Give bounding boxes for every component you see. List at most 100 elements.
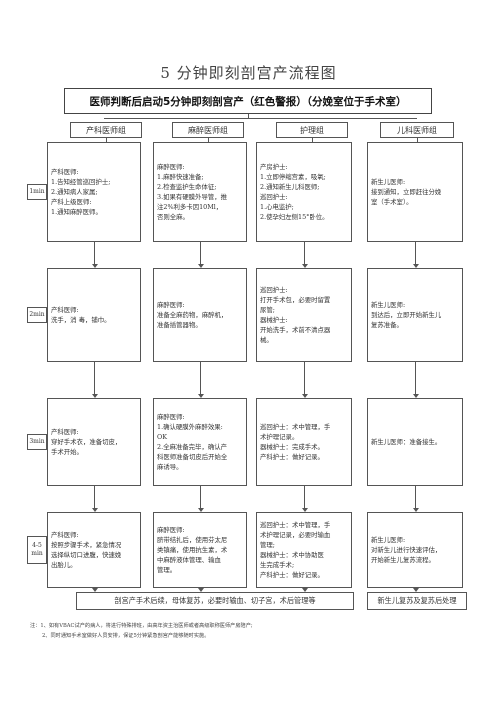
column-head-pediatrics: 儿科医师组 [380,122,454,138]
flow-connector [200,362,201,395]
flow-connector [94,242,95,265]
cell-line: 麻醉医师: [157,526,185,534]
cell-line: 2.检查监护生命体征; [157,182,217,191]
cell-line: 2.全麻准备完毕，确认产 [157,442,228,451]
flow-arrow-icon [91,264,98,268]
cell-line: 器械护士：术中协助医 [260,550,324,559]
flow-connector [304,486,305,509]
flow-arrow-icon [91,394,98,398]
cell-line: 2.通知新生儿科医师; [260,182,320,191]
note-1: 注：1、如有VBAC试产的病人，将进行特殊排班，由高年资主治医师或者高级职称医师… [30,623,253,629]
time-label-row-3: 3min [27,434,47,450]
cell-line: 1.确认硬膜外麻醉效果: [157,422,223,431]
cell-anesthesia-row-1: 麻醉医师:1.麻醉快速准备;2.检查监护生命体征;3.如果有硬膜外导管，推注2%… [153,142,247,242]
cell-line: 类镇痛，使用抗生素，术 [157,545,228,554]
cell-line: 生完成手术; [260,560,295,569]
time-label-row-1: 1min [27,184,47,200]
head-to-cell-connector [208,138,209,142]
cell-line: 2.使孕妇左侧15°卧位。 [260,212,329,221]
flow-arrow-icon [301,264,308,268]
cell-line: 管理。 [157,565,177,574]
flow-arrow-icon [301,394,308,398]
head-to-cell-connector [106,138,107,142]
cell-line: 术护理记录。 [260,432,299,441]
cell-nursing-row-1: 产房护士:1.立即停缩宫素，吸氧;2.通知新生儿科医师;巡回护士:1.心电监护;… [256,142,352,242]
cell-line: 产科医师: [51,531,79,539]
cell-line: 按照步骤手术，紧急情况 [51,540,122,549]
flow-arrow-icon [412,264,419,268]
column-head-nursing: 护理组 [276,122,348,138]
flow-connector [94,486,95,509]
page-title: 5 分钟即刻剖宫产流程图 [160,64,337,82]
cell-line: 穿好手术衣，准备切皮， [51,437,122,446]
cell-line: 手术开始。 [51,447,83,456]
cell-pediatrics-row-1: 新生儿医师:接到通知，立即赶往分娩室（手术室）。 [367,142,463,242]
flow-connector [304,242,305,265]
cell-line: 产科上级医师: [51,197,92,206]
flow-arrow-icon [91,508,98,512]
cell-line: 产科医师: [51,306,79,314]
cell-line: OK [157,432,168,441]
cell-line: 1.通知麻醉医师。 [51,207,102,216]
cell-line: 脐带结扎后，使用芬太尼 [157,535,228,544]
flow-arrow-icon [197,588,204,592]
cell-line: 中麻醉液体管理、输血 [157,555,221,564]
cell-line: 复苏准备。 [371,320,403,329]
cell-line: 产房护士: [260,163,288,171]
cell-obstetrics-row-4: 产科医师:按照步骤手术，紧急情况选择纵切口进腹，快速娩出胎儿。 [47,512,141,588]
cell-line: 2.通知病人家属; [51,187,98,196]
cell-line: 器械护士：完成手术。 [260,442,324,451]
cell-obstetrics-row-3: 产科医师:穿好手术衣，准备切皮，手术开始。 [47,398,141,486]
cell-pediatrics-row-3: 新生儿医师：准备接生。 [367,398,463,486]
cell-line: 注2%利多卡因10Ml， [157,202,223,211]
cell-anesthesia-row-2: 麻醉医师:准备全麻药物，麻醉机，准备插管器物。 [153,268,247,362]
cell-line: 选择纵切口进腹，快速娩 [51,550,122,559]
start-banner: 医师判断后启动5分钟即刻剖宫产（红色警报）（分娩室位于手术室） [64,88,432,114]
flow-connector [415,242,416,265]
cell-line: 巡回护士：术中管理，手 [260,521,331,529]
flow-arrow-icon [412,588,419,592]
cell-line: 巡回护士: [260,192,288,201]
flow-arrow-icon [197,394,204,398]
flow-connector [415,362,416,395]
cell-line: 械。 [260,335,273,344]
flow-arrow-icon [301,508,308,512]
cell-pediatrics-row-2: 新生儿医师:到达后，立即开始新生儿复苏准备。 [367,268,463,362]
cell-line: 麻诱导。 [157,462,183,471]
cell-line: 对新生儿进行快速评估， [371,545,442,554]
flow-arrow-icon [197,508,204,512]
cell-line: 打开手术包，必要时留置 [260,295,331,304]
flow-arrow-icon [412,394,419,398]
cell-line: 麻醉医师: [157,163,185,171]
cell-line: 麻醉医师: [157,301,185,309]
flow-arrow-icon [197,264,204,268]
cell-line: 管理; [260,540,275,549]
cell-line: 开始新生儿复苏流程。 [371,555,435,564]
cell-line: 出胎儿。 [51,560,77,569]
column-head-anesthesia: 麻醉医师组 [172,122,244,138]
cell-line: 新生儿医师: [371,178,406,186]
cell-line: 接到通知，立即赶往分娩 [371,187,442,196]
flow-connector [304,362,305,395]
cell-line: 产科护士：做好记录。 [260,452,324,461]
cell-line: 1.麻醉快速准备; [157,172,204,181]
cell-line: 准备插管器物。 [157,320,202,329]
flow-arrow-icon [91,588,98,592]
cell-line: 3.如果有硬膜外导管，推 [157,192,228,201]
column-head-obstetrics: 产科医师组 [70,122,142,138]
cell-line: 准备全麻药物，麻醉机， [157,310,228,319]
cell-nursing-row-4: 巡回护士：术中管理，手术护理记录，必要时输血管理;器械护士：术中协助医生完成手术… [256,512,352,588]
head-to-cell-connector [312,138,313,142]
cell-line: 新生儿医师: [371,301,406,309]
cell-line: 产科医师: [51,168,79,176]
cell-line: 尿管; [260,305,275,314]
cell-line: 巡回护士：术中管理，手 [260,423,331,431]
cell-line: 术护理记录，必要时输血 [260,530,331,539]
cell-line: 麻醉医师: [157,413,185,421]
bottom-newborn-box: 新生儿复苏及复苏后处理 [367,592,467,610]
note-2: 2、同时通知手术室做好人员安排，保证5分钟紧急剖宫产能够随时实施。 [42,633,210,639]
flow-connector [415,486,416,509]
cell-line: 到达后，立即开始新生儿 [371,310,442,319]
cell-line: 新生儿医师: [371,536,406,544]
